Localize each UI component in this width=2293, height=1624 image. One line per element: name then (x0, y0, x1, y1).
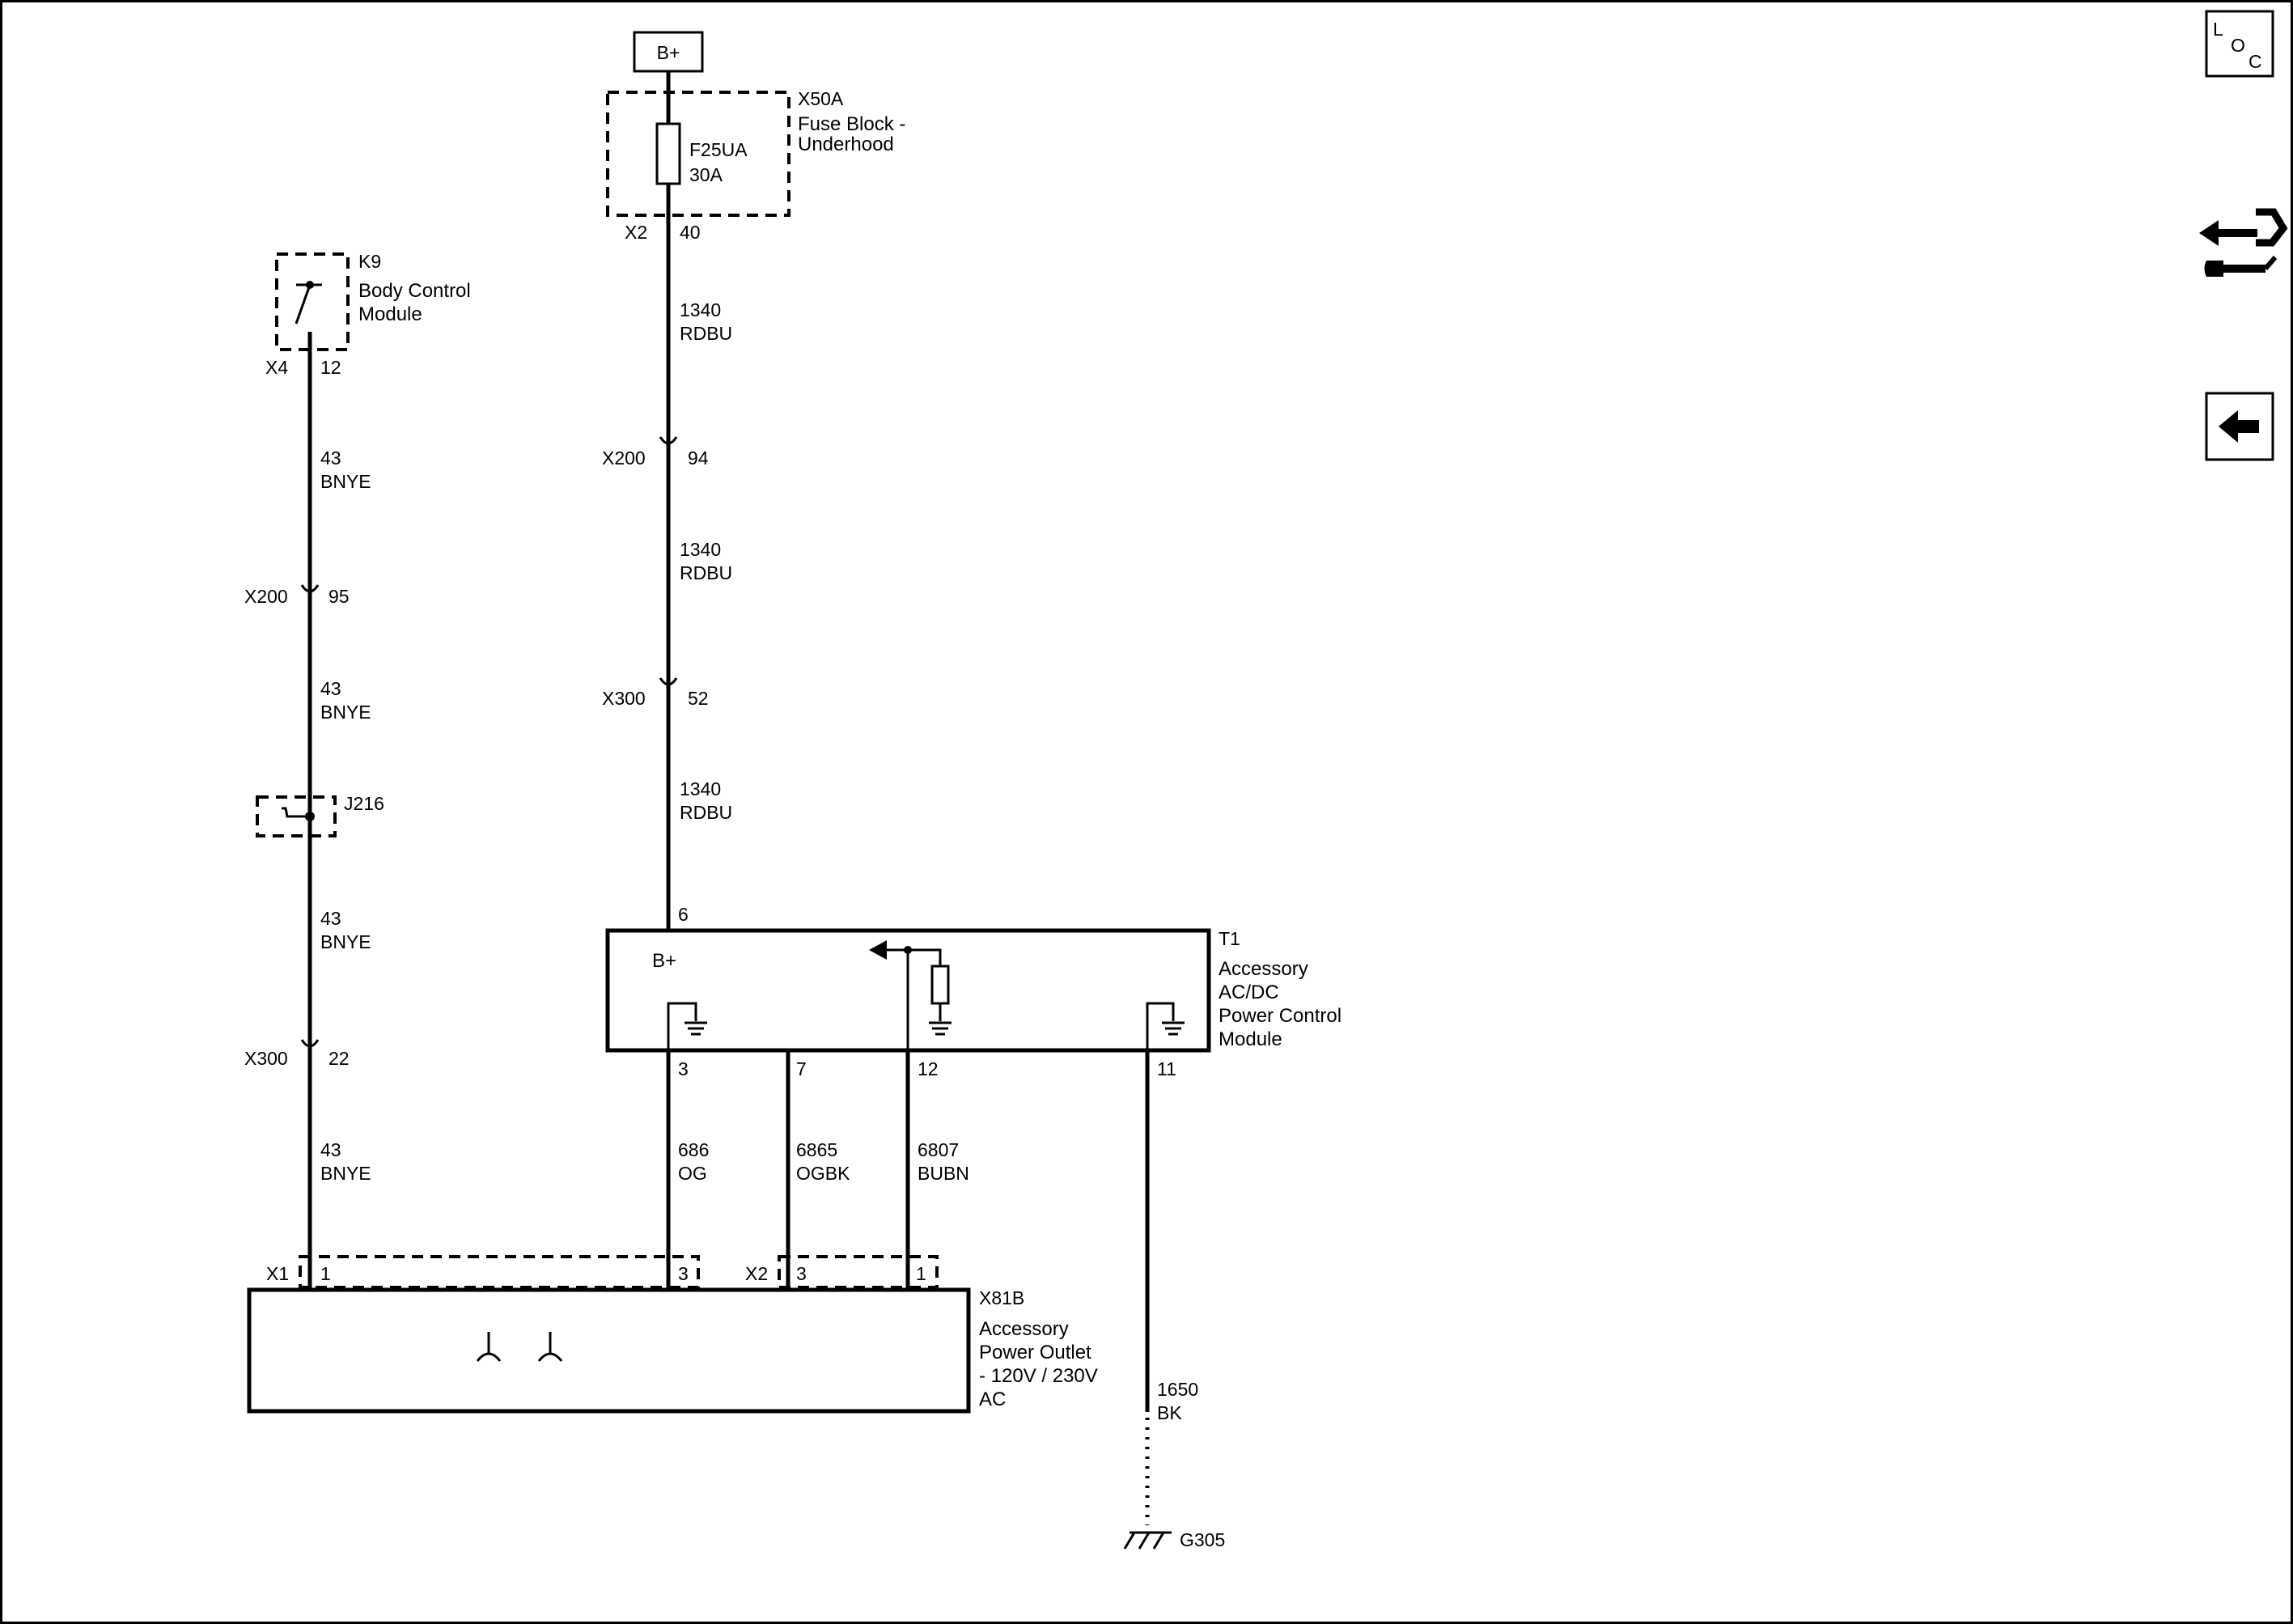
ground-g305-hatch3 (1152, 1532, 1165, 1550)
outlet-ref: X81B (979, 1287, 1024, 1308)
outlet-x1-pin-1: 1 (320, 1263, 331, 1284)
t1-signal-arrow (869, 940, 887, 960)
x200-connector-symbol-43 (300, 584, 320, 593)
bcm-connector: X4 (265, 357, 288, 378)
outlet-box (247, 1287, 971, 1414)
t1-name-3: Power Control (1219, 1005, 1341, 1027)
ground-g305-hatch1 (1123, 1532, 1136, 1550)
wire-6865-circuit: 6865 (796, 1139, 837, 1160)
x300-pin-43: 22 (328, 1048, 350, 1069)
t1-ref: T1 (1219, 928, 1240, 949)
x300-label-1340: X300 (602, 688, 646, 709)
fuse-block-outline (606, 91, 790, 217)
outlet-x1-connector-outline (299, 1255, 700, 1289)
outlet-x2-pin-1: 1 (916, 1263, 926, 1284)
x200-label-43: X200 (244, 586, 288, 607)
wire-43-circuit-3: 43 (320, 908, 341, 929)
outlet-name-3: - 120V / 230V (979, 1365, 1098, 1387)
x200-pin-43: 95 (328, 586, 350, 607)
t1-pin-c: 12 (918, 1058, 939, 1079)
outlet-x1-name: X1 (266, 1263, 289, 1284)
outlet-socket-symbol-2 (537, 1332, 563, 1362)
splice-j216-node (305, 812, 315, 821)
wire-1340-circuit-1: 1340 (680, 299, 721, 320)
bcm-pin: 12 (320, 357, 341, 378)
t1-pin-b: 7 (796, 1058, 807, 1079)
wire-6865-color: OGBK (796, 1163, 850, 1184)
t1-pin-d: 11 (1157, 1058, 1176, 1079)
splice-j216-outline (256, 795, 337, 837)
outlet-x2-connector-outline (778, 1255, 939, 1289)
splice-ref: J216 (344, 793, 384, 814)
splice-j216-symbol (282, 807, 310, 818)
wire-43-color-4: BNYE (320, 1163, 371, 1184)
fuse-rating: 30A (689, 164, 723, 185)
loc-icon-c: C (2248, 51, 2262, 72)
x200-pin-1340: 94 (688, 447, 709, 469)
x300-label-43: X300 (244, 1048, 288, 1069)
t1-ground-b-lead (1146, 1002, 1175, 1050)
fuse-f25ua-symbol (655, 122, 681, 185)
back-arrow-icon[interactable] (2205, 392, 2274, 461)
loc-icon-o: O (2231, 35, 2245, 56)
fuse-block-pin: 40 (680, 222, 701, 243)
fuse-block-name-2: Underhood (798, 134, 894, 155)
wire-43-circuit-2: 43 (320, 678, 341, 699)
x200-connector-symbol-1340 (659, 436, 678, 445)
wire-686-color: OG (678, 1163, 707, 1184)
t1-pin-a: 3 (678, 1058, 689, 1079)
wire-686-circuit: 686 (678, 1139, 709, 1160)
fuse-block-ref: X50A (798, 88, 844, 109)
x300-connector-symbol-43 (300, 1039, 320, 1048)
t1-name-2: AC/DC (1219, 982, 1279, 1003)
wire-1340-circuit-2: 1340 (680, 539, 721, 560)
outlet-name-4: AC (979, 1389, 1006, 1410)
wire-1340-color-3: RDBU (680, 802, 732, 823)
t1-resistor (930, 965, 950, 1005)
wire-43-circuit-4: 43 (320, 1139, 341, 1160)
wire-43-circuit-1: 43 (320, 447, 341, 469)
wire-1340-color-2: RDBU (680, 562, 732, 583)
wire-1650-color: BK (1157, 1402, 1182, 1423)
loc-icon-l: L (2213, 19, 2223, 40)
outlet-name-2: Power Outlet (979, 1342, 1091, 1363)
wire-1340-color-1: RDBU (680, 323, 732, 344)
bcm-switch-blade (295, 284, 312, 324)
wire-1340-circuit-3: 1340 (680, 778, 721, 799)
fuse-block-connector: X2 (625, 222, 647, 243)
outlet-socket-symbol-1 (476, 1332, 502, 1362)
x200-label-1340: X200 (602, 447, 646, 469)
x300-connector-symbol-1340 (659, 677, 678, 686)
t1-pin-bplus: 6 (678, 904, 689, 925)
bcm-outline (275, 252, 350, 351)
x300-pin-1340: 52 (688, 688, 709, 709)
outlet-x2-pin-3: 3 (796, 1263, 807, 1284)
bcm-name-1: Body Control (358, 280, 471, 302)
wire-6807-color: BUBN (918, 1163, 969, 1184)
outlet-name-1: Accessory (979, 1318, 1069, 1340)
t1-name-1: Accessory (1219, 958, 1308, 980)
wire-43-color-1: BNYE (320, 471, 371, 492)
ground-ref: G305 (1180, 1529, 1225, 1550)
bcm-name-2: Module (358, 303, 422, 325)
fuse-id: F25UA (689, 139, 748, 160)
wire-43-color-2: BNYE (320, 702, 371, 723)
fuse-block-name-1: Fuse Block - (798, 113, 905, 135)
loc-icon[interactable]: L O C (2205, 10, 2274, 78)
t1-resistor-top-lead (908, 948, 942, 966)
bcm-ref: K9 (358, 251, 381, 272)
wire-1650-circuit: 1650 (1157, 1379, 1198, 1400)
connector-icon[interactable] (2199, 202, 2288, 291)
t1-bplus-label: B+ (652, 950, 676, 972)
bplus-label: B+ (657, 42, 680, 63)
ground-g305-hatch2 (1138, 1532, 1151, 1550)
wire-43-color-3: BNYE (320, 931, 371, 952)
t1-ground-a-lead (667, 1002, 697, 1050)
outlet-x2-name: X2 (745, 1263, 768, 1284)
outlet-x1-pin-3: 3 (678, 1263, 689, 1284)
wire-6807-circuit: 6807 (918, 1139, 959, 1160)
t1-name-4: Module (1219, 1028, 1282, 1050)
